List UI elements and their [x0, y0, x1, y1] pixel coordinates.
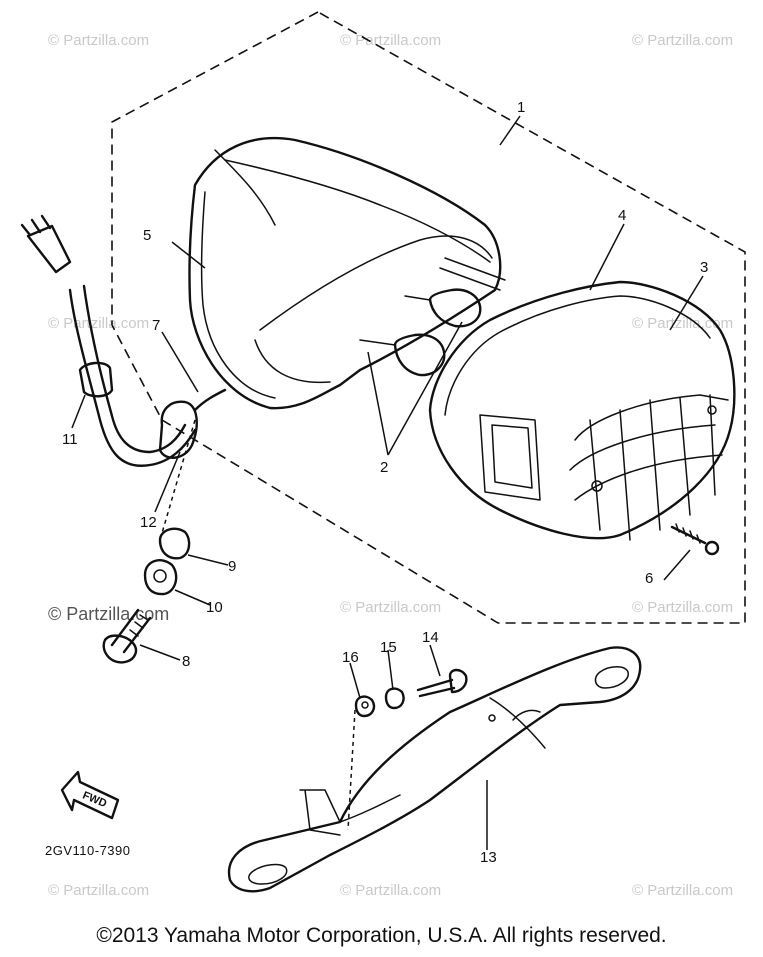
assembly-outline [111, 11, 746, 624]
watermark: © Partzilla.com [340, 599, 441, 616]
callout-8: 8 [182, 653, 190, 670]
watermark-layer: © Partzilla.com © Partzilla.com © Partzi… [48, 32, 733, 899]
watermark: © Partzilla.com [632, 599, 733, 616]
callout-2: 2 [380, 459, 388, 476]
callout-9: 9 [228, 558, 236, 575]
watermark: © Partzilla.com [48, 315, 149, 332]
callout-16: 16 [342, 649, 359, 666]
callout-12: 12 [140, 514, 157, 531]
lens-assembly [428, 280, 736, 541]
fasteners [102, 527, 191, 664]
license-bracket [227, 646, 642, 893]
watermark: © Partzilla.com [48, 32, 149, 49]
watermark: © Partzilla.com [632, 882, 733, 899]
tail-light-housing [188, 136, 502, 410]
wire-harness [20, 214, 227, 467]
leader-lines [71, 115, 704, 850]
callout-3: 3 [700, 259, 708, 276]
callout-5: 5 [143, 227, 151, 244]
watermark: © Partzilla.com [340, 32, 441, 49]
callout-14: 14 [422, 629, 439, 646]
callout-4: 4 [618, 207, 626, 224]
callout-13: 13 [480, 849, 497, 866]
callout-15: 15 [380, 639, 397, 656]
watermark-dark: © Partzilla.com [48, 604, 169, 624]
bracket-hardware [354, 668, 468, 718]
watermark: © Partzilla.com [48, 882, 149, 899]
callout-1: 1 [517, 99, 525, 116]
diagram-code: 2GV110-7390 [45, 843, 131, 858]
watermark: © Partzilla.com [340, 882, 441, 899]
bulbs [359, 257, 506, 377]
callout-11: 11 [62, 431, 78, 448]
callout-6: 6 [645, 570, 653, 587]
fwd-arrow: FWD [60, 770, 120, 820]
watermark: © Partzilla.com [632, 32, 733, 49]
callout-7: 7 [152, 317, 160, 334]
callouts: 1 2 3 4 5 6 7 8 9 10 11 12 13 14 15 16 [62, 99, 708, 866]
screw-6 [670, 523, 720, 556]
watermark: © Partzilla.com [632, 315, 733, 332]
copyright-notice: ©2013 Yamaha Motor Corporation, U.S.A. A… [96, 924, 667, 947]
callout-10: 10 [206, 599, 223, 616]
